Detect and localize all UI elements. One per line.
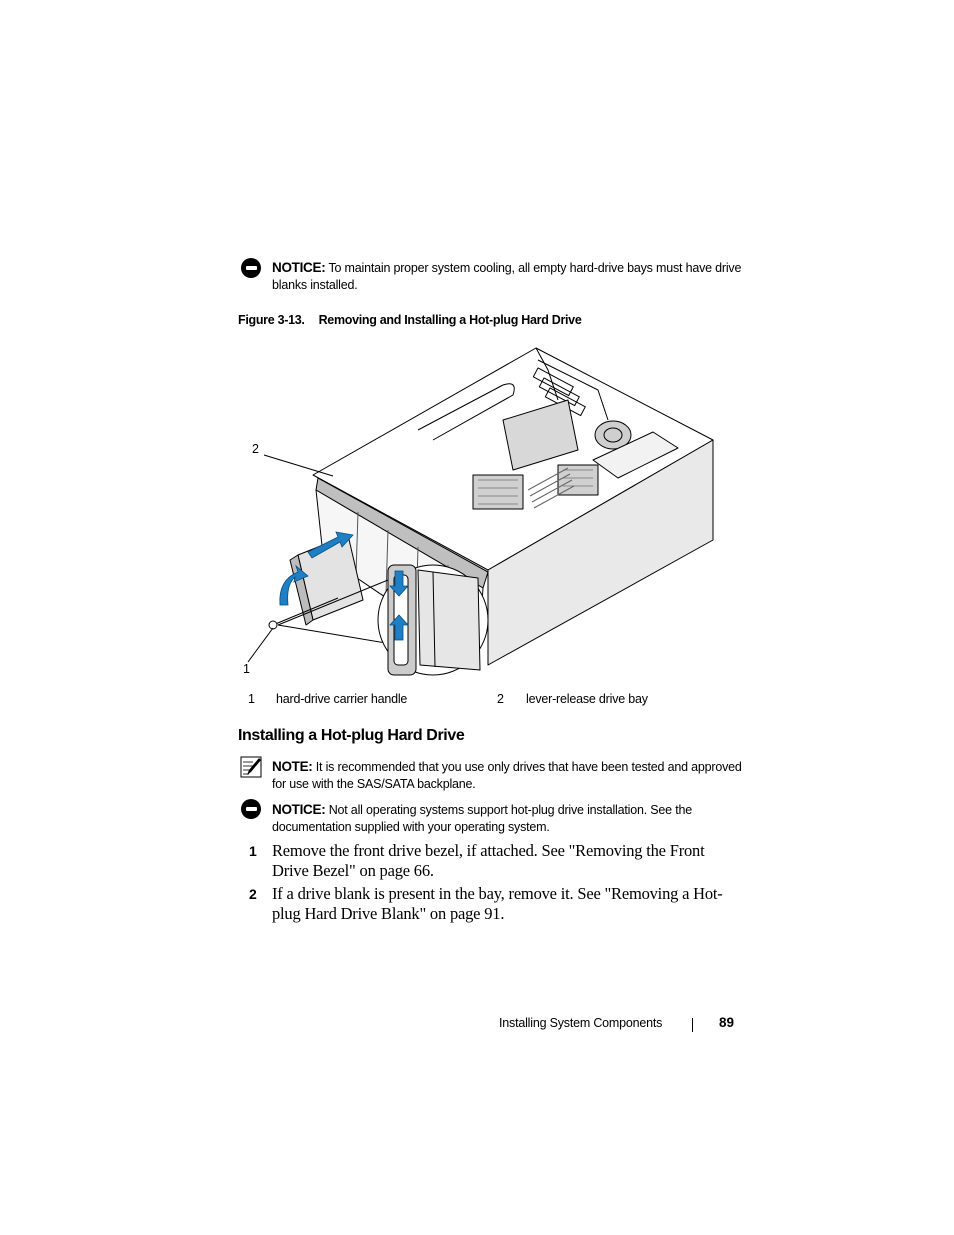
note-icon: [240, 756, 262, 778]
legend-num-2: 2: [497, 692, 504, 706]
figure-caption: Figure 3-13. Removing and Installing a Ho…: [238, 313, 582, 327]
section-heading: Installing a Hot-plug Hard Drive: [238, 727, 465, 744]
notice-text: Not all operating systems support hot-pl…: [272, 803, 692, 834]
notice-text: To maintain proper system cooling, all e…: [272, 261, 742, 292]
step-number: 1: [249, 843, 257, 859]
notice-callout: NOTICE: Not all operating systems suppor…: [272, 801, 742, 836]
step-number: 2: [249, 886, 257, 902]
notice-label: NOTICE:: [272, 260, 326, 275]
legend-num-1: 1: [248, 692, 255, 706]
step-text: Remove the front drive bezel, if attache…: [272, 841, 705, 880]
note-text: It is recommended that you use only driv…: [272, 760, 742, 791]
hard-drive-illustration: 2 1: [238, 340, 738, 685]
notice-icon: [241, 799, 261, 819]
note-label: NOTE:: [272, 759, 313, 774]
legend-text-2: lever-release drive bay: [526, 692, 648, 706]
callout-2-marker: 2: [252, 442, 259, 456]
notice-icon: [241, 258, 261, 278]
step-text: If a drive blank is present in the bay, …: [272, 884, 723, 923]
notice-label: NOTICE:: [272, 802, 326, 817]
footer-divider: [692, 1018, 693, 1032]
footer-section-title: Installing System Components: [499, 1016, 663, 1030]
callout-1-marker: 1: [243, 662, 250, 676]
page-number: 89: [719, 1015, 735, 1030]
figure-title: Removing and Installing a Hot-plug Hard …: [318, 313, 582, 327]
legend-text-1: hard-drive carrier handle: [276, 692, 408, 706]
note-callout: NOTE: It is recommended that you use onl…: [272, 758, 742, 793]
figure-number: Figure 3-13.: [238, 313, 305, 327]
notice-callout: NOTICE: To maintain proper system coolin…: [272, 259, 742, 294]
